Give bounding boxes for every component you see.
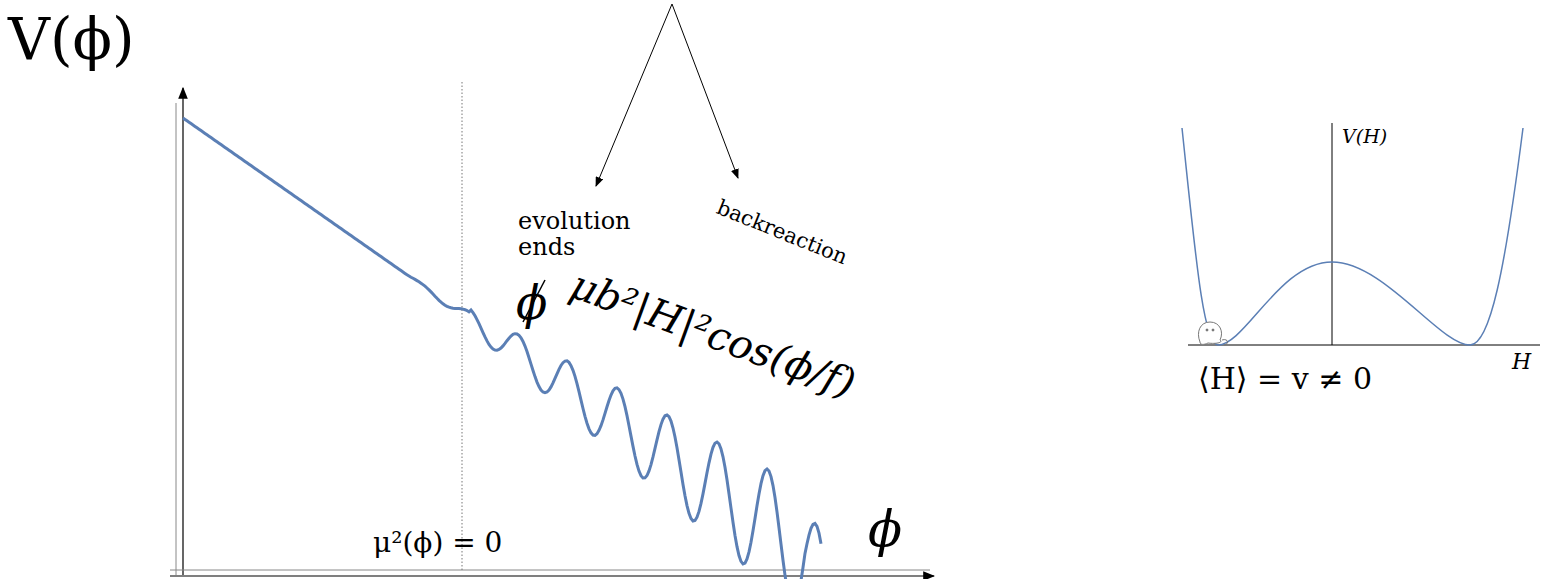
annotation: backreaction: [713, 196, 850, 269]
axis-label: H: [1512, 350, 1531, 374]
field-marker: ϕ: [516, 278, 547, 329]
axis-label: V(H): [1342, 126, 1387, 147]
y-axis: [1332, 123, 1333, 345]
x-axis: [1188, 345, 1540, 346]
vev-label: ⟨H⟩ = v ≠ 0: [1198, 362, 1372, 395]
x-axis-shadow: [170, 570, 930, 571]
x-axis: [170, 575, 934, 576]
higgs-potential: [1182, 128, 1523, 345]
axis-label: V(ϕ): [8, 8, 135, 72]
leader-line: [596, 4, 672, 186]
y-axis-shadow: [176, 103, 177, 575]
formula: μb²|H|²cos(ϕ/f): [565, 262, 861, 406]
y-axis: [182, 88, 183, 575]
leader-line: [672, 4, 738, 178]
annotation: evolution ends: [518, 208, 638, 261]
zero-mass-line: [462, 82, 463, 570]
axis-label: ϕ: [868, 502, 902, 557]
axis-note: μ²(ϕ) = 0: [373, 528, 502, 559]
ghost-icon: [1198, 322, 1227, 345]
